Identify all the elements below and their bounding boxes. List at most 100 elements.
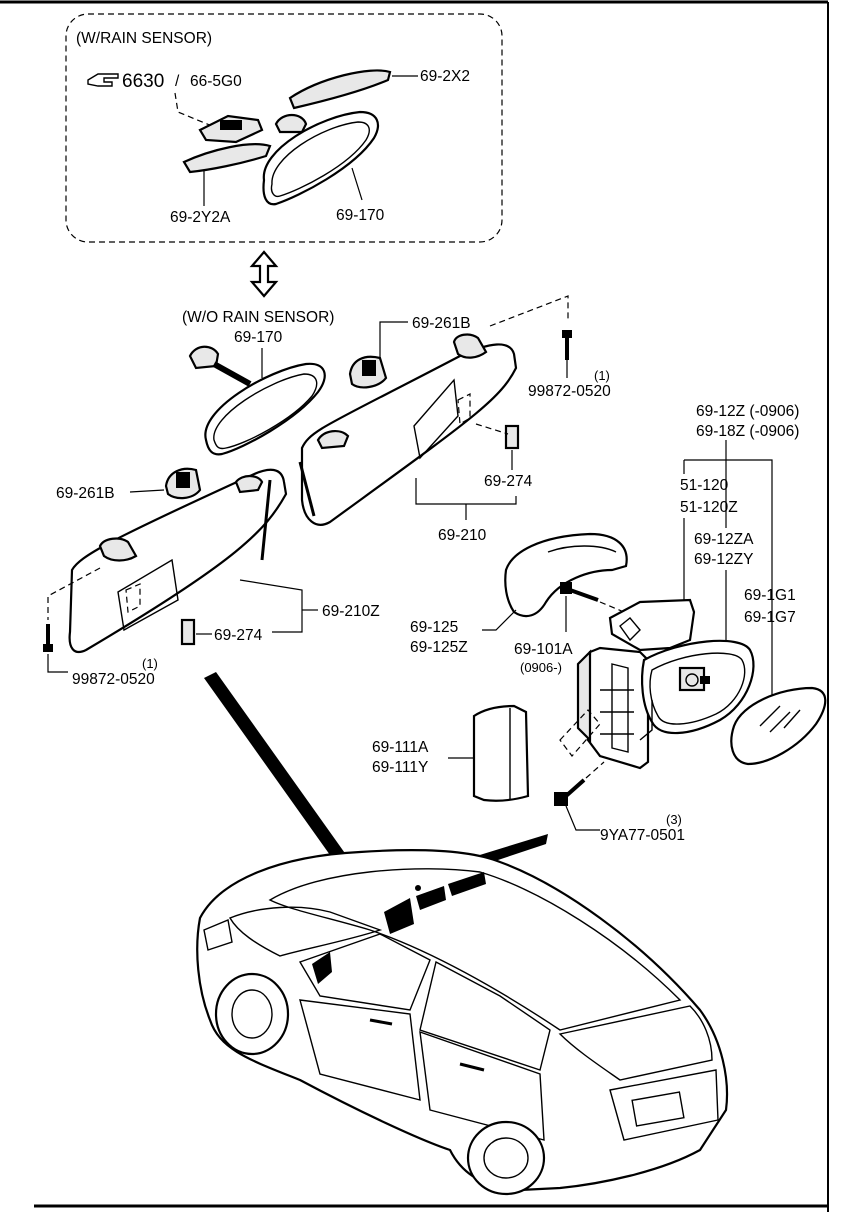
rain-sensor-box [65,13,503,243]
reference-page: 6630 [122,71,164,92]
mirror-glass-shine [759,705,801,733]
bolt-9ya77-0501 [554,778,586,806]
dash-69-101a [599,601,625,613]
label-69-261b-left: 69-261B [56,485,115,502]
mirror-base [274,113,308,134]
highlight-mirror [416,886,446,910]
highlight-outside-mirror [312,952,332,984]
label-screw-right-qty: (1) [594,368,610,383]
mirror-cover-crease [547,545,617,553]
reference-separator: / [175,73,180,90]
label-69-274-right: 69-274 [484,473,533,490]
sun-visor-left [68,468,288,654]
label-69-210z: 69-210Z [322,603,380,620]
label-51-120z: 51-120Z [680,499,738,516]
vanity-mirror-left [117,558,179,632]
pointer-mirror [470,834,548,864]
vehicle-rear-wheel-hub [483,1137,529,1179]
pointer-visor [204,672,374,900]
highlight-visor-left [384,898,414,934]
vehicle-roof [268,868,682,1031]
label-69-12zy: 69-12ZY [694,551,753,568]
vehicle-tailgate [609,1069,719,1141]
leader-69-170-top [351,167,363,201]
leader-69-261b-left [129,489,165,493]
leader-69-261b-right [379,321,408,360]
vehicle-windshield [228,906,383,957]
sun-visor-right-edge [298,461,316,517]
rearview-mirror-mid-glass [213,373,318,450]
vehicle-front-door [299,999,421,1101]
pointing-hand-icon [87,73,119,87]
clip-right-dark [362,360,376,376]
vehicle-rear-window [419,960,551,1071]
label-69-111y: 69-111Y [372,759,428,776]
label-screw-left: 99872-0520 [72,671,155,688]
vehicle-body [196,849,729,1192]
label-69-274-left: 69-274 [214,627,263,644]
reference-leader [174,92,213,127]
rain-sensor-chip [220,120,242,130]
vehicle-front-window [298,933,431,1011]
vehicle-license-plate [631,1091,685,1127]
vehicle-back-glass [558,1005,713,1081]
visor-pivot-left [98,537,138,562]
label-69-261b-right: 69-261B [412,315,471,332]
leader-bolt [565,805,600,831]
mirror-housing-inner [649,652,746,725]
mirror-base-slots [600,689,634,735]
rearview-mirror-mid [204,362,326,456]
vehicle-rear-door [419,1030,545,1141]
garnish-69-111a [472,704,530,802]
vanity-mirror-right [413,378,459,460]
visor-pivot-right [452,333,488,359]
label-69-12z: 69-12Z (-0906) [696,403,799,420]
mirror-base-assembly [586,646,650,770]
mirror-housing-arm [639,700,653,741]
label-69-12za: 69-12ZA [694,531,754,548]
label-69-1g1: 69-1G1 [744,587,796,604]
label-bolt-qty: (3) [666,812,682,827]
rain-sensor-group: (W/RAIN SENSOR) 6630 / 66-5G0 69-2X2 69-… [65,13,503,243]
vehicle-rear-handle [459,1062,485,1072]
label-51-120: 51-120 [680,477,729,494]
pin-69-274-left [180,618,196,646]
bracket-51-120-tab [619,617,641,642]
screw-right [562,330,572,360]
rain-sensor-title: (W/RAIN SENSOR) [76,30,212,47]
dash-bolt [585,761,605,779]
dash-pin-right [475,423,509,435]
label-69-125z: 69-125Z [410,639,468,656]
bracket-51-120 [608,598,696,652]
vehicle-headlight [203,919,233,951]
vehicle-front-wheel [214,972,290,1056]
dash-screw-left [47,567,101,620]
label-69-170-mid: 69-170 [234,329,283,346]
pin-69-274-right [504,424,520,450]
highlight-visor-right [448,872,486,896]
vehicle-rear-wheel [466,1120,546,1196]
leader-69-125 [482,609,517,631]
label-69-18z: 69-18Z (-0906) [696,423,799,440]
label-69-2y2a: 69-2Y2A [170,209,231,226]
clip-left-dark [176,472,190,488]
cover-69-2y2a [182,143,272,174]
rearview-mirror-top [262,110,379,206]
sun-visor-left-edge [260,479,272,561]
mirror-glass-69-1g1 [730,686,827,766]
visor-clip-left [234,474,264,494]
alternative-arrow-icon [249,250,279,298]
reference-code: 66-5G0 [190,73,242,90]
label-screw-left-qty: (1) [142,656,158,671]
mirror-base-side [576,649,592,743]
vehicle-illustration [196,672,729,1196]
label-screw-right: 99872-0520 [528,383,611,400]
visor-clip-right [316,430,350,450]
screw-69-101a [560,582,599,602]
sun-visor-right [300,343,518,526]
label-69-210: 69-210 [438,527,487,544]
cover-69-2x2 [288,69,392,110]
label-69-1g7: 69-1G7 [744,609,796,626]
mirror-actuator [678,666,710,692]
